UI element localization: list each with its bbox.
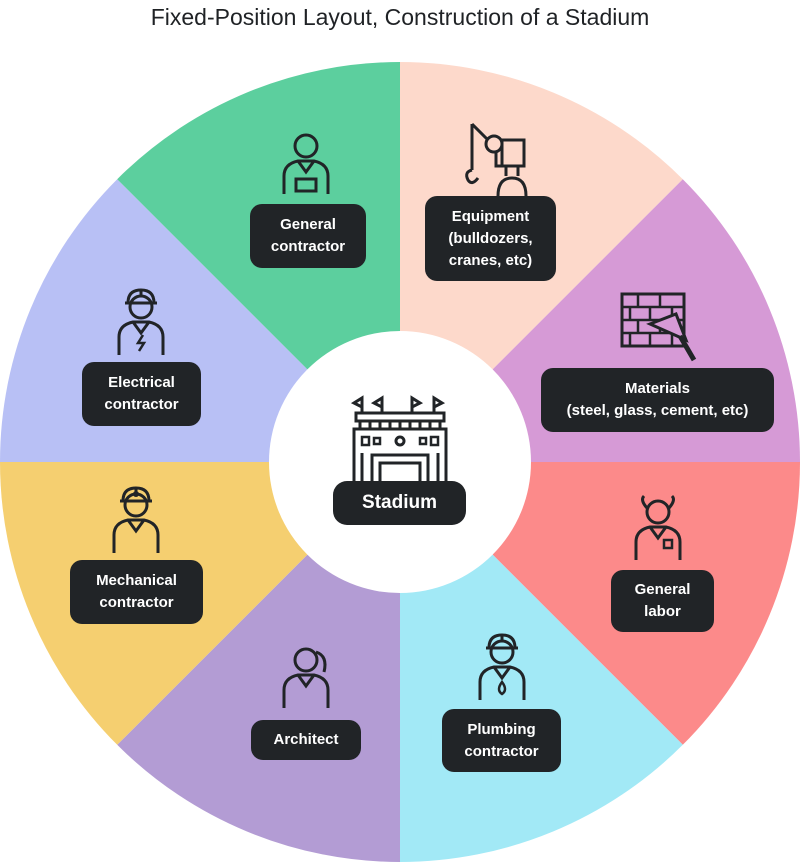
label-general-labor: General labor	[611, 570, 714, 632]
label-general-contractor: General contractor	[250, 204, 366, 268]
label-line: General	[634, 581, 691, 598]
architect-icon	[276, 638, 336, 723]
label-line: contractor	[464, 742, 539, 760]
label-line: cranes, etc)	[448, 251, 533, 269]
label-line: labor	[644, 603, 681, 620]
label-stadium: Stadium	[333, 481, 466, 525]
label-architect: Architect	[251, 720, 361, 760]
worker-icon	[628, 490, 688, 575]
plumber-icon	[472, 630, 532, 715]
label-electrical-contractor: Electrical contractor	[82, 362, 201, 426]
label-line: Architect	[273, 731, 339, 748]
label-line: Plumbing	[467, 720, 536, 738]
electrician-icon	[111, 285, 171, 370]
contractor-icon	[276, 124, 336, 209]
label-line: contractor	[270, 238, 346, 255]
label-line: Mechanical	[96, 572, 177, 589]
label-line: contractor	[104, 396, 179, 413]
label-line: General	[280, 216, 336, 233]
brick-wall-icon	[620, 290, 700, 375]
label-materials: Materials (steel, glass, cement, etc)	[541, 368, 774, 432]
label-line: Stadium	[362, 492, 437, 513]
label-line: Electrical	[108, 374, 175, 391]
label-line: contractor	[99, 594, 174, 611]
label-line: (steel, glass, cement, etc)	[566, 402, 749, 419]
stadium-icon	[350, 393, 450, 488]
crane-icon	[462, 120, 542, 205]
label-line: Materials	[624, 380, 691, 397]
diagram-title: Fixed-Position Layout, Construction of a…	[150, 4, 650, 30]
mechanic-icon	[106, 483, 166, 568]
label-mechanical-contractor: Mechanical contractor	[70, 560, 203, 624]
label-plumbing-contractor: Plumbing contractor	[442, 709, 561, 772]
label-line: (bulldozers,	[448, 229, 533, 247]
label-equipment: Equipment (bulldozers, cranes, etc)	[425, 196, 556, 281]
label-line: Equipment	[451, 207, 530, 225]
